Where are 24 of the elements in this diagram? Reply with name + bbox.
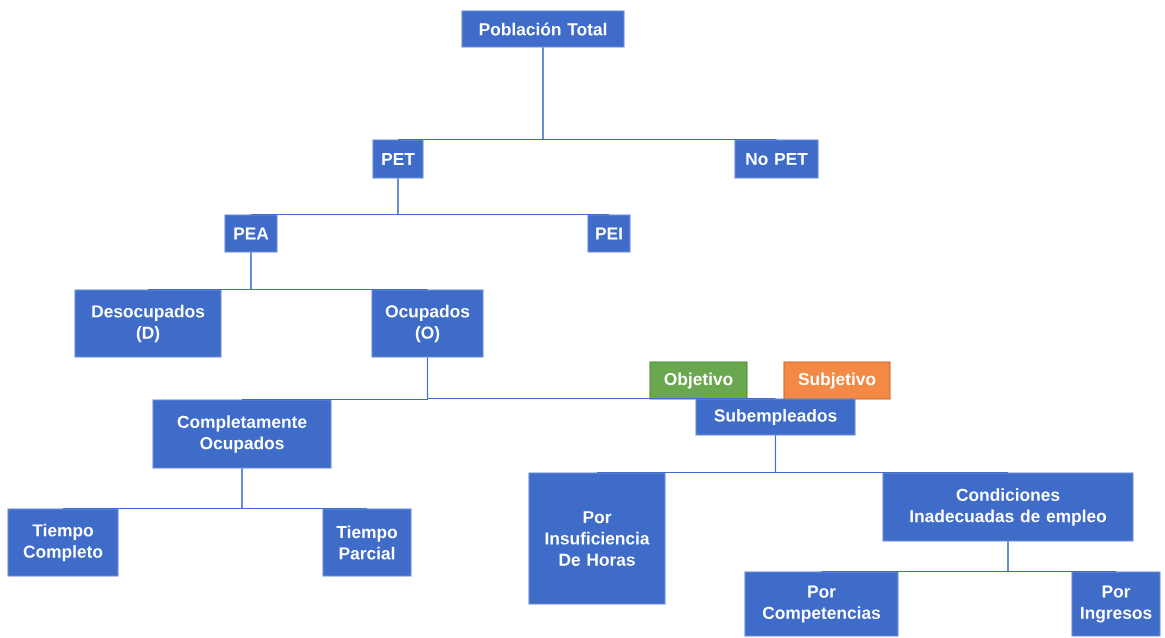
category-box: PET xyxy=(372,139,424,179)
category-box: Ocupados (O) xyxy=(371,289,484,358)
category-box: No PET xyxy=(734,139,819,179)
category-box: Subempleados xyxy=(695,398,856,436)
connector-line xyxy=(774,435,1009,473)
category-box: Condiciones Inadecuadas de empleo xyxy=(882,472,1134,542)
connector-line xyxy=(1007,541,1117,572)
connector-line xyxy=(241,468,368,509)
category-box: Tiempo Completo xyxy=(7,508,119,577)
connector-line xyxy=(250,252,429,290)
connector-line xyxy=(426,357,777,399)
category-box: Por Insuficiencia De Horas xyxy=(528,472,666,605)
category-box: Por Competencias xyxy=(744,571,899,637)
connector-line xyxy=(397,178,610,215)
category-box: Completamente Ocupados xyxy=(152,399,332,469)
category-box: PEA xyxy=(224,214,278,253)
category-box: Desocupados (D) xyxy=(74,289,222,358)
category-box: Población Total xyxy=(461,10,625,48)
tag-box: Objetivo xyxy=(649,361,748,400)
tag-box: Subjetivo xyxy=(783,361,891,400)
category-box: PEI xyxy=(587,214,631,253)
category-box: Por Ingresos xyxy=(1071,571,1161,637)
connector-line xyxy=(542,47,778,140)
category-box: Tiempo Parcial xyxy=(322,508,412,577)
